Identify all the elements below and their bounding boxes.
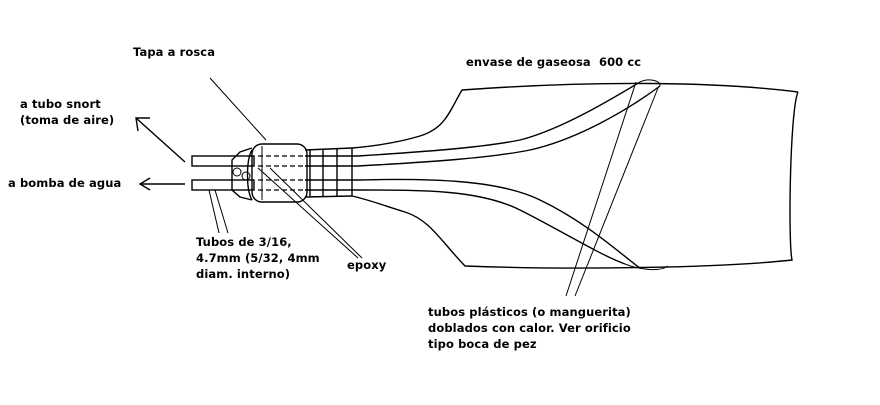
tubes-in-neck <box>305 155 358 191</box>
tubes-label-line1: Tubos de 3/16, <box>196 235 292 249</box>
lower-internal-tube <box>357 178 669 271</box>
bottle-neck <box>304 147 353 198</box>
snort-arrow <box>135 117 186 163</box>
bottle-outline <box>351 82 799 269</box>
tubes-label-line3: diam. interno) <box>196 267 291 281</box>
external-tubes <box>191 155 255 191</box>
snort-label-line2: (toma de aire) <box>20 113 115 127</box>
water-pump-arrow <box>138 177 185 191</box>
plastic-tubes-label-line1: tubos plásticos (o manguerita) <box>428 305 631 319</box>
plastic-tubes-label-line2: doblados con calor. Ver orificio <box>428 321 631 335</box>
bottle-label: envase de gaseosa 600 cc <box>466 55 642 69</box>
tubes-label-line2: 4.7mm (5/32, 4mm <box>196 251 320 265</box>
screw-cap <box>231 143 308 203</box>
snort-label-line1: a tubo snort <box>20 97 101 111</box>
epoxy-label: epoxy <box>347 258 387 272</box>
cap-label: Tapa a rosca <box>133 45 216 59</box>
pointer-lines <box>208 77 659 297</box>
tube-hidden-lines <box>258 155 305 191</box>
upper-internal-tube <box>357 79 661 167</box>
plastic-tubes-label-line3: tipo boca de pez <box>428 337 537 351</box>
water-pump-label: a bomba de agua <box>8 176 122 190</box>
